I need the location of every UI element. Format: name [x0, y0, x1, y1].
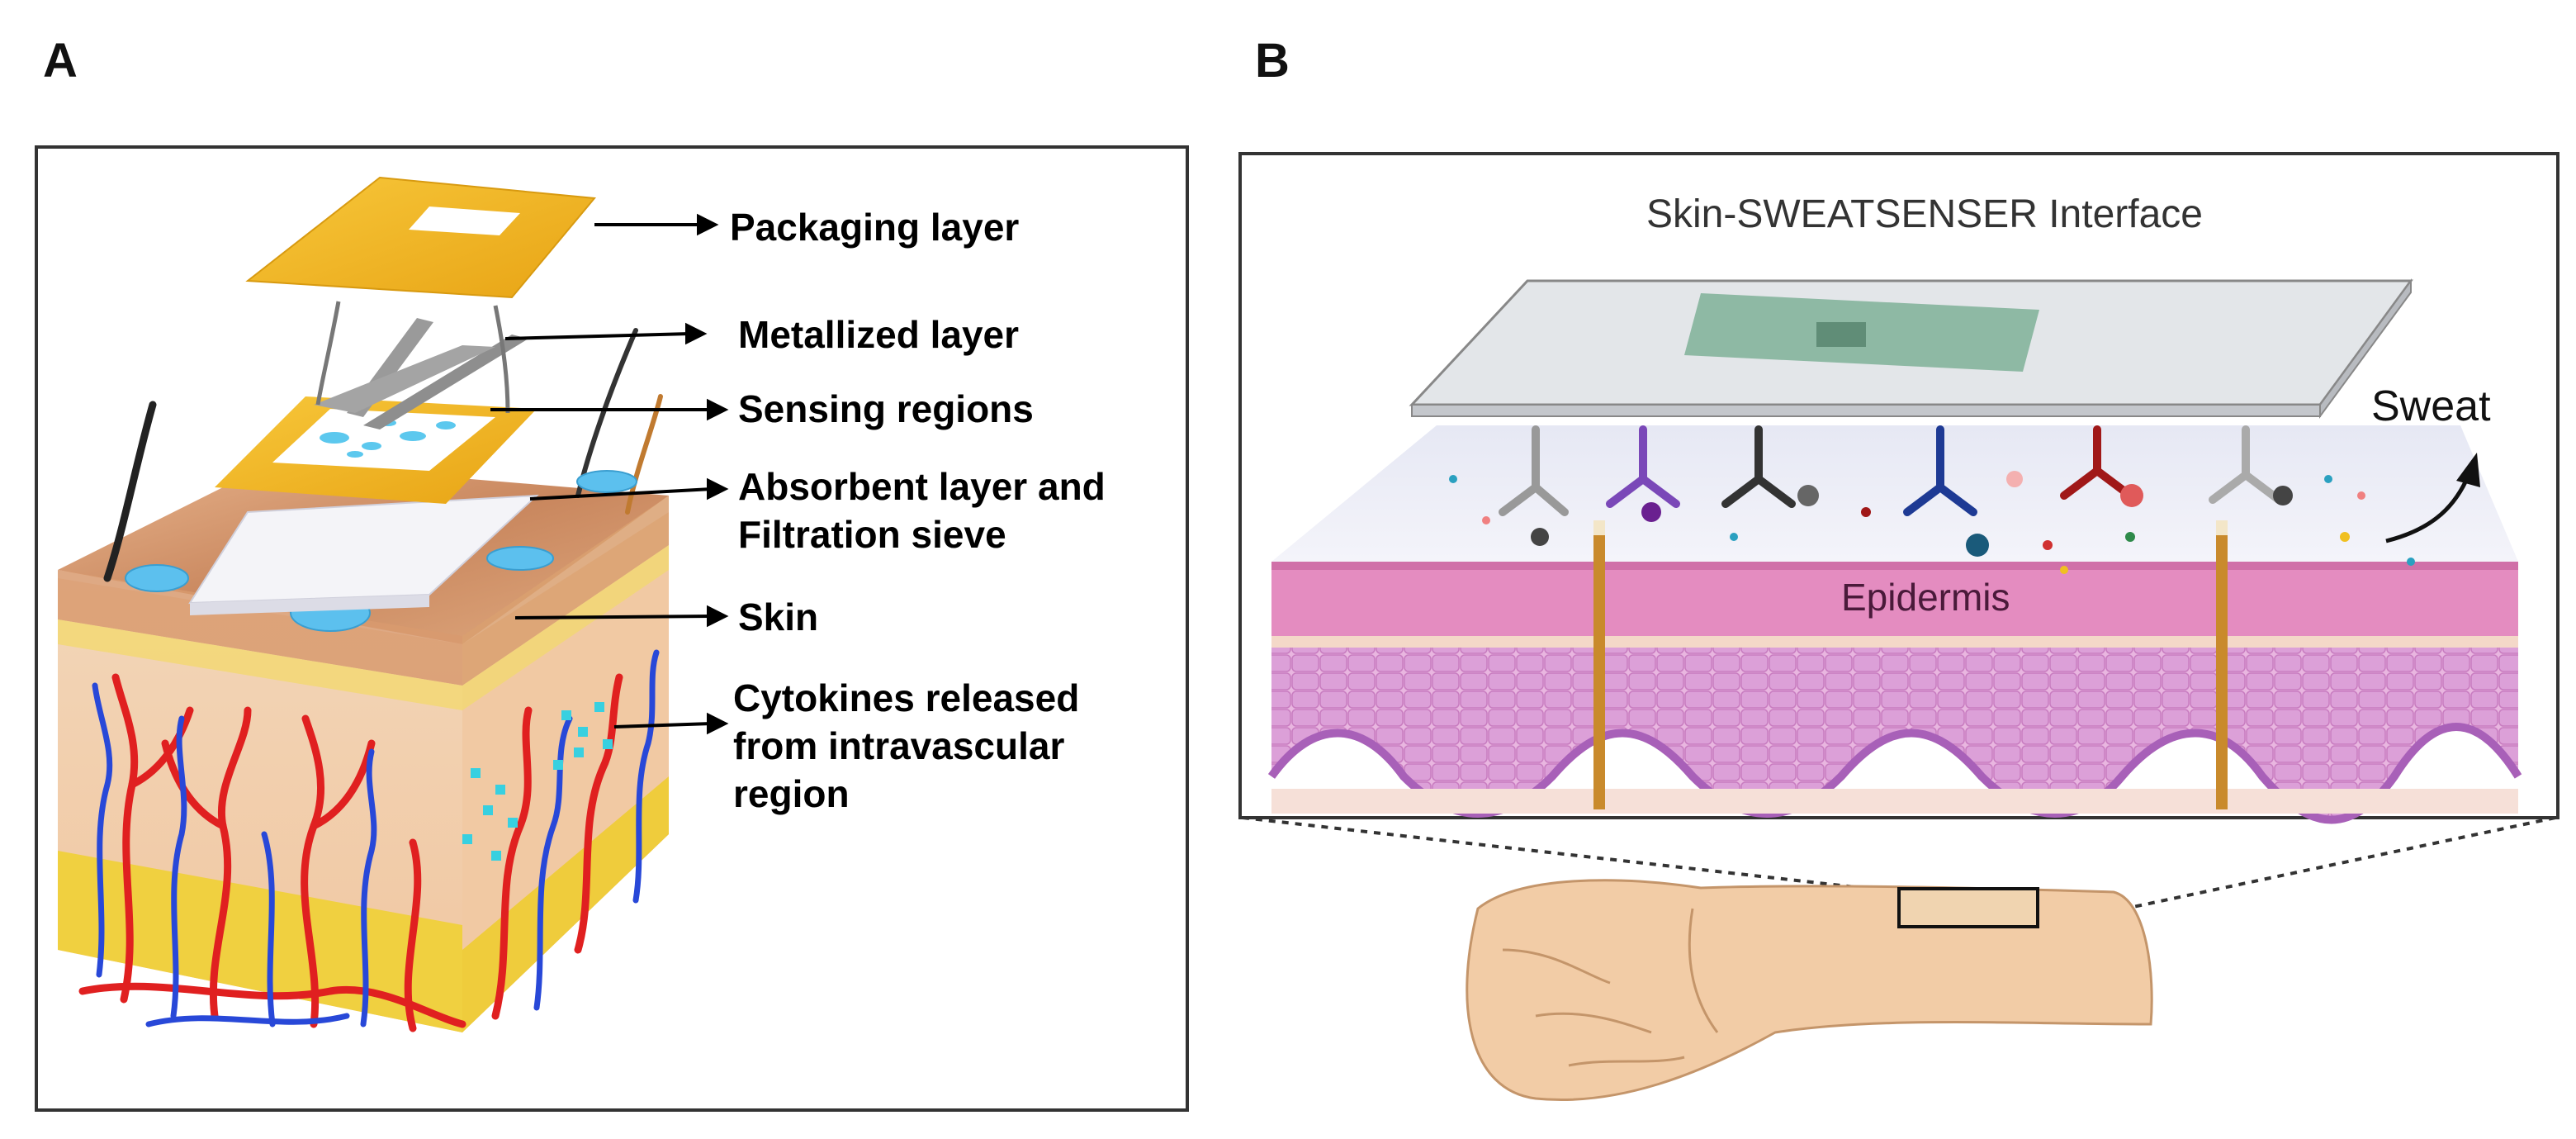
label-cytokines-line-1: Cytokines released [733, 676, 1080, 719]
panel-a-arrows [490, 213, 729, 735]
label-skin: Skin [738, 596, 819, 638]
forearm-fist [1466, 879, 2153, 1102]
hair-shafts [1593, 520, 2228, 809]
analyte-dots [1449, 471, 2415, 574]
vein-vessels [92, 649, 660, 1027]
epidermis-label: Epidermis [1841, 576, 2010, 619]
panel-b-title: Skin-SWEATSENSER Interface [1646, 192, 2203, 236]
label-absorbent-line-1: Absorbent layer and [738, 465, 1106, 508]
sweat-layer [1271, 425, 2518, 562]
sensor-glass-plate [1409, 278, 2413, 420]
label-sensing-regions: Sensing regions [738, 387, 1034, 430]
artery-vessels [78, 673, 623, 1032]
sweat-arrow [2385, 474, 2471, 543]
label-packaging-layer: Packaging layer [730, 206, 1020, 249]
label-absorbent-line-2: Filtration sieve [738, 513, 1006, 556]
filtration-sieve [188, 494, 539, 615]
label-cytokines: Cytokines released from intravascular re… [733, 674, 1079, 818]
sweat-label: Sweat [2371, 382, 2491, 430]
label-metallized-layer: Metallized layer [738, 313, 1020, 356]
epidermis-band [1271, 562, 2518, 636]
sensor-patch [1897, 887, 2039, 928]
lower-gold-layer [215, 396, 537, 504]
cytokine-dots [462, 702, 613, 861]
metallized-strips [314, 301, 528, 429]
label-cytokines-line-3: region [733, 772, 850, 815]
label-absorbent-layer: Absorbent layer and Filtration sieve [738, 463, 1106, 558]
label-cytokines-line-2: from intravascular [733, 724, 1065, 767]
antibodies [1499, 425, 2293, 557]
panel-b-letter: B [1255, 34, 1290, 88]
hair-left [103, 401, 157, 582]
panel-a-letter: A [43, 34, 78, 88]
packaging-plate [245, 176, 596, 299]
